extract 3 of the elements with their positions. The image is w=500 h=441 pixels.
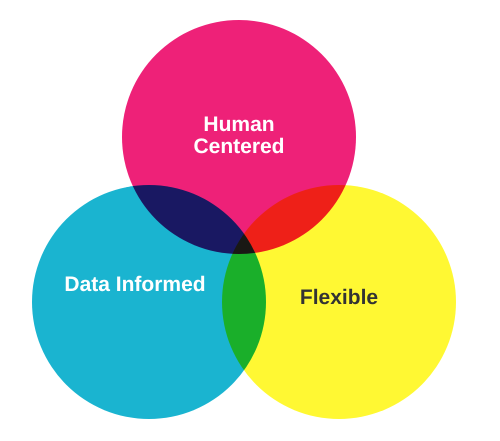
circle-label: Flexible <box>300 287 378 309</box>
circle-label: Human Centered <box>192 114 286 158</box>
circle-label: Data Informed <box>64 274 206 296</box>
